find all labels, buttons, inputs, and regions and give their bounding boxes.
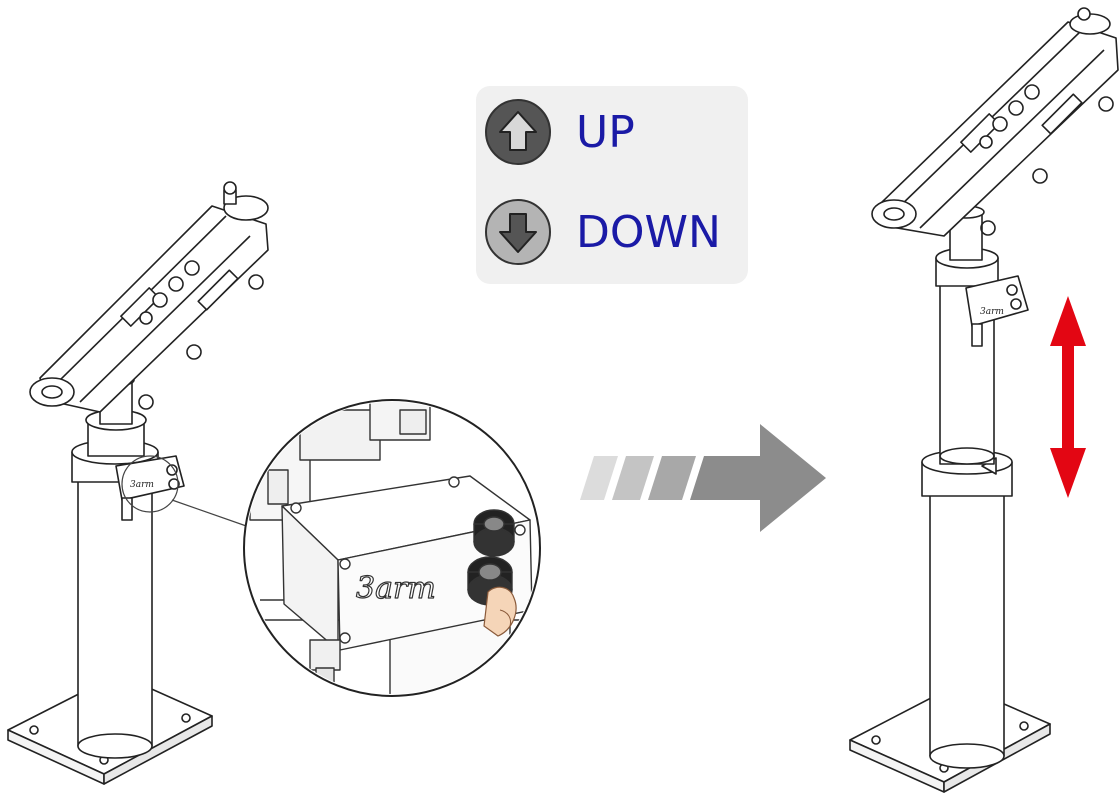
up-arrow-button-icon bbox=[485, 99, 551, 165]
zoom-box-logo: 3arm bbox=[356, 571, 436, 606]
left-column-arm: 3arm bbox=[7, 181, 269, 785]
left-box-logo: 3arm bbox=[130, 480, 154, 490]
up-down-legend: UP DOWN bbox=[476, 86, 748, 284]
right-column-arm: 3arm bbox=[849, 7, 1119, 793]
legend-row-down: DOWN bbox=[484, 198, 721, 266]
legend-row-up: UP bbox=[484, 98, 635, 166]
right-box-logo: 3arm bbox=[980, 307, 1004, 317]
zoom-leader-line bbox=[171, 499, 253, 529]
vertical-double-arrow-icon bbox=[1050, 296, 1086, 498]
down-arrow-button-icon bbox=[485, 199, 551, 265]
transition-arrow bbox=[580, 424, 826, 532]
zoom-source-circle bbox=[121, 455, 179, 513]
zoom-detail: 3arm bbox=[243, 399, 541, 697]
up-label: UP bbox=[576, 106, 635, 158]
down-label: DOWN bbox=[576, 206, 721, 258]
